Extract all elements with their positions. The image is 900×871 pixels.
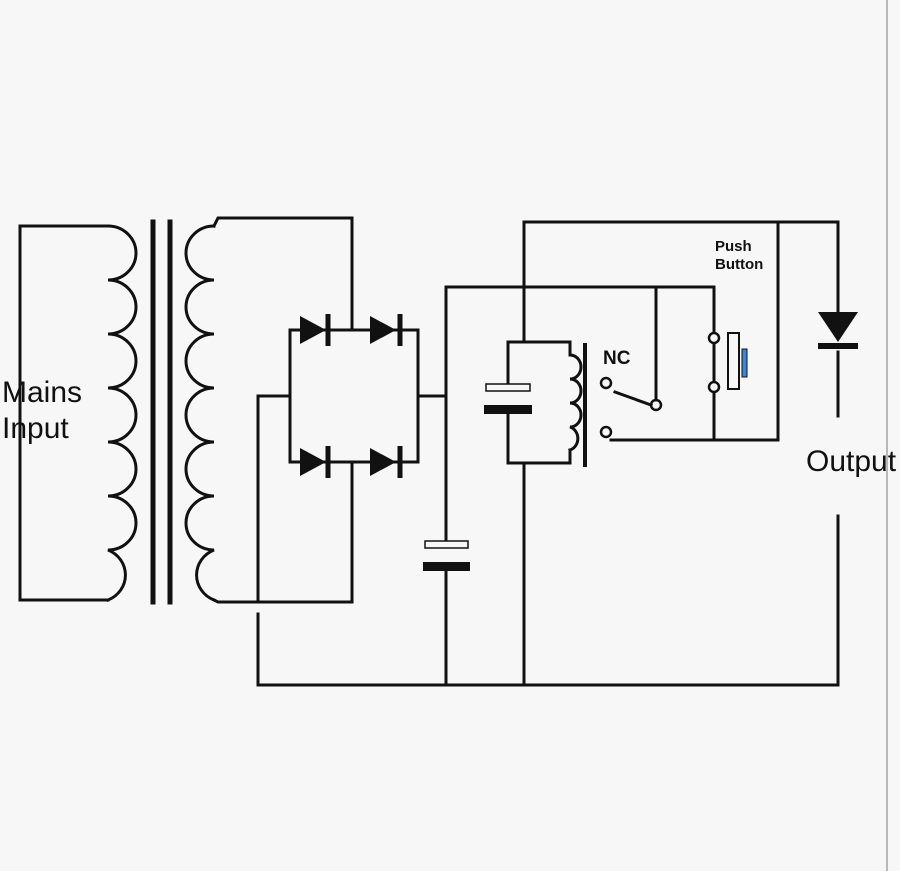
push-button-label-line2: Button (715, 256, 763, 273)
supply-wires (256, 220, 840, 687)
capacitor-relay-icon (484, 383, 532, 414)
transformer-secondary-winding (184, 216, 354, 604)
diode-bottom-left-icon (300, 446, 331, 478)
push-button (707, 220, 780, 442)
mains-input-label-line1: Mains (2, 376, 82, 409)
relay-coil-assembly (506, 340, 587, 687)
diode-top-left-icon (300, 314, 331, 346)
push-button-accent (741, 348, 748, 378)
mains-input-label-line2: Input (2, 412, 69, 445)
push-button-label-line1: Push (715, 238, 752, 255)
diode-bottom-right-icon (370, 446, 403, 478)
transformer-primary-winding (18, 224, 138, 602)
relay-nc-label: NC (603, 348, 631, 369)
diode-output-icon (818, 312, 858, 349)
output-label: Output (806, 445, 897, 478)
relay-contacts (599, 285, 780, 442)
page-right-border (886, 0, 888, 871)
capacitor-filter-icon (423, 540, 470, 571)
transformer-core (150, 219, 173, 605)
diode-top-right-icon (370, 314, 403, 346)
